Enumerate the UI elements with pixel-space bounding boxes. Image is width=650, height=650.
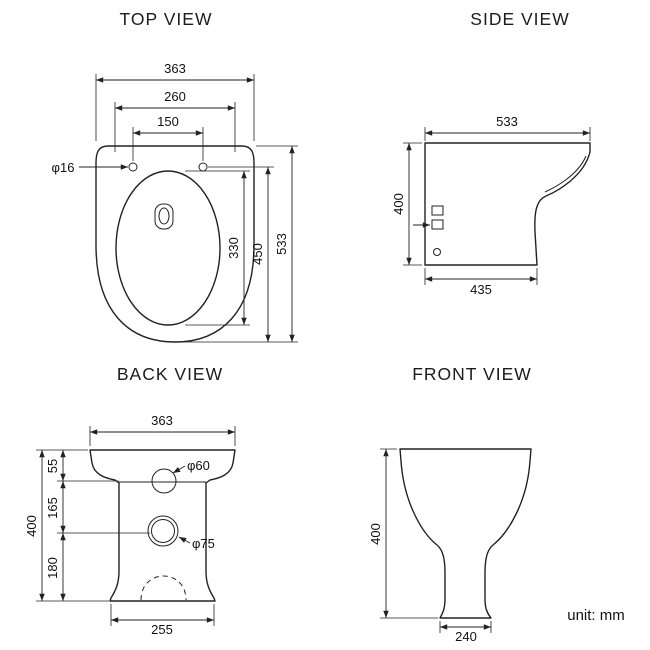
back-view-outline (89, 449, 236, 602)
dim-label: 330 (226, 237, 241, 259)
dim-label: 240 (455, 629, 477, 644)
dim-top-depth-opening: 330 (185, 170, 250, 326)
dim-side-depth-top: 533 (424, 114, 591, 141)
front-view: FRONT VIEW 400 240 (368, 364, 532, 644)
dim-label: 165 (45, 497, 60, 519)
bowl-opening (115, 170, 221, 326)
dim-label: 255 (151, 622, 173, 637)
dim-label: φ60 (187, 458, 210, 473)
callout-hole-small: φ60 (172, 458, 210, 474)
dim-label: 450 (250, 243, 265, 265)
dim-label: φ16 (52, 160, 75, 175)
unit-label: unit: mm (567, 607, 625, 624)
dim-top-width-total: 363 (95, 61, 255, 141)
side-view: SIDE VIEW 533 400 435 (391, 9, 591, 297)
top-view: TOP VIEW 363 260 150 (52, 9, 298, 343)
dim-back-seg-top: 55 (45, 450, 66, 481)
dim-label: 400 (24, 515, 39, 537)
dim-label: 400 (368, 523, 383, 545)
dim-back-width-top: 363 (89, 413, 236, 446)
dim-front-height: 400 (368, 448, 438, 619)
top-view-title: TOP VIEW (120, 9, 213, 29)
dim-label: 435 (470, 282, 492, 297)
dim-top-depth-total: 533 (183, 145, 298, 343)
back-hole-large-outer (147, 515, 179, 547)
dim-side-depth-base: 435 (424, 268, 538, 297)
callout-hinge-hole-dia: φ16 (52, 160, 128, 175)
side-view-rim-inner-line (544, 155, 587, 193)
dim-back-height: 400 (24, 450, 45, 601)
dim-top-width-hinge: 150 (132, 114, 204, 161)
fixing-bracket-detail (413, 205, 444, 230)
flush-outlet-inner (158, 207, 170, 225)
side-view-outline (424, 142, 591, 266)
dim-label: 363 (151, 413, 173, 428)
back-view-title: BACK VIEW (117, 364, 223, 384)
dim-label: φ75 (192, 536, 215, 551)
dim-label: 363 (164, 61, 186, 76)
side-view-title: SIDE VIEW (470, 9, 569, 29)
dim-front-width-base: 240 (439, 621, 492, 644)
back-hole-large-inner (151, 519, 175, 543)
dim-label: 150 (157, 114, 179, 129)
hinge-hole-right (198, 162, 208, 172)
front-view-outline (399, 448, 532, 619)
back-view: BACK VIEW φ60 φ75 363 (24, 364, 236, 637)
dim-back-seg-bottom: 180 (45, 533, 66, 601)
dim-top-depth-seat: 450 (208, 166, 274, 342)
dim-side-height: 400 (391, 142, 422, 266)
dim-label: 55 (45, 459, 60, 473)
trapway-hidden-line (140, 575, 187, 601)
dim-label: 180 (45, 557, 60, 579)
front-view-title: FRONT VIEW (412, 364, 532, 384)
top-view-outline (95, 145, 255, 343)
dim-label: 260 (164, 89, 186, 104)
back-hole-small (151, 468, 177, 494)
dim-top-width-seat: 260 (114, 89, 236, 152)
callout-hole-large: φ75 (178, 536, 215, 551)
dim-label: 533 (496, 114, 518, 129)
side-fixing-hole (433, 248, 441, 256)
flush-outlet-outer (154, 203, 174, 230)
dim-back-width-base: 255 (110, 604, 215, 637)
dim-back-seg-middle: 165 (45, 481, 66, 533)
hinge-hole-left (128, 162, 138, 172)
dim-label: 400 (391, 193, 406, 215)
dim-label: 533 (274, 233, 289, 255)
